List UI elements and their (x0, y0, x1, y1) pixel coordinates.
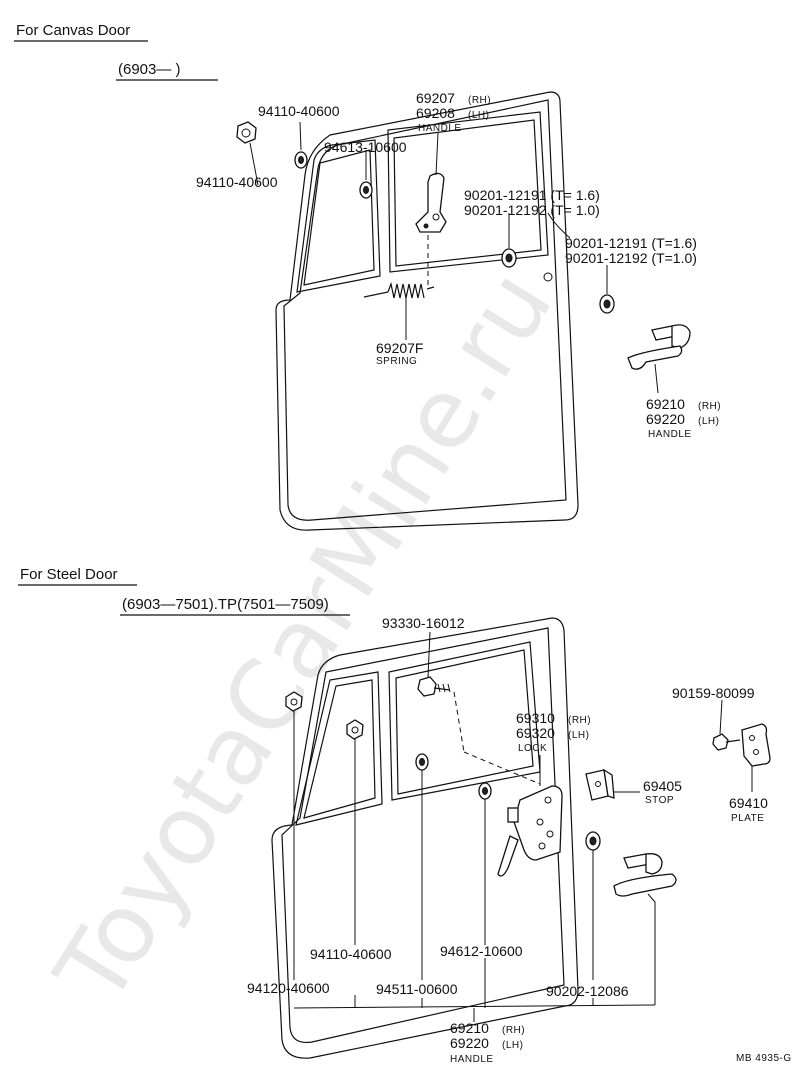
canvas-labels: 94110-40600 94110-40600 94613-10600 6920… (196, 90, 721, 440)
plate-icon (741, 723, 771, 767)
stop-icon (585, 768, 615, 801)
lock-rh-suffix: (RH) (568, 715, 591, 726)
steel-door-panel (271, 617, 579, 1059)
handle-name: HANDLE (418, 123, 462, 134)
nut-icon (236, 121, 257, 144)
steel-range-label: (6903—7501).TP(7501—7509) (122, 596, 329, 613)
spring-number: 69207F (376, 340, 423, 356)
nut-icon (346, 719, 364, 740)
leader-dashed (453, 691, 465, 753)
grommet-label: 94613-10600 (324, 139, 407, 155)
washer-icon (501, 248, 517, 268)
canvas-section-title: For Canvas Door (16, 22, 130, 39)
outside-handle-icon (613, 853, 677, 897)
spring-name: SPRING (376, 356, 417, 367)
outer-handle-name: HANDLE (648, 429, 692, 440)
handle-lh-number: 69220 (450, 1035, 489, 1051)
watermark-text: ToyotaCarMine.ru (34, 252, 574, 1023)
washer-b2-label: 90201-12192 (T=1.0) (565, 250, 697, 266)
nut-icon (415, 753, 429, 771)
steel-labels: 93330-16012 69310 (RH) 69320 (LH) LOCK 9… (247, 615, 768, 1065)
leader-dashed (463, 751, 541, 785)
washer-label: 90202-12086 (546, 983, 629, 999)
plate-name: PLATE (731, 813, 764, 824)
nut-c-label: 94511-00600 (376, 981, 458, 997)
canvas-range-label: (6903— ) (118, 61, 181, 78)
outer-handle-lh-suffix: (LH) (698, 416, 719, 427)
nut-left-label: 94110-40600 (196, 174, 278, 190)
nut-icon (294, 151, 308, 169)
lock-lh-suffix: (LH) (568, 730, 589, 741)
stop-number: 69405 (643, 778, 682, 794)
grommet-label: 94612-10600 (440, 943, 523, 959)
leader-lines (249, 121, 659, 394)
lock-rh-number: 69310 (516, 710, 555, 726)
washer-a2-label: 90201-12192 (T= 1.0) (464, 202, 600, 218)
steel-section-title: For Steel Door (20, 566, 118, 583)
nut-icon (285, 691, 303, 712)
screw-label: 90159-80099 (672, 685, 755, 701)
handle-rh-number: 69210 (450, 1020, 489, 1036)
steel-door-section: For Steel Door (6903—7501).TP(7501—7509) (18, 566, 771, 1065)
bolt-label: 93330-16012 (382, 615, 465, 631)
grommet-icon (478, 782, 492, 800)
canvas-door-panel (275, 91, 579, 531)
leader-lines (293, 631, 753, 1022)
outer-handle-lh-number: 69220 (646, 411, 685, 427)
canvas-door-section: For Canvas Door (6903— ) (14, 22, 721, 531)
plate-number: 69410 (729, 795, 768, 811)
washer-icon (585, 831, 601, 851)
outer-handle-rh-suffix: (RH) (698, 401, 721, 412)
door-lock-icon (497, 785, 563, 877)
lock-lh-number: 69320 (516, 725, 555, 741)
handle-rh-number: 69207 (416, 90, 455, 106)
outer-handle-rh-number: 69210 (646, 396, 685, 412)
figure-code: MB 4935-G (736, 1053, 792, 1064)
screw-icon (712, 733, 741, 751)
bolt-icon (417, 676, 451, 697)
handle-name: HANDLE (450, 1054, 494, 1065)
outside-handle-icon (627, 324, 691, 370)
handle-lh-suffix: (LH) (468, 110, 489, 121)
lock-name: LOCK (518, 743, 547, 754)
inside-handle-icon (415, 172, 447, 233)
handle-rh-suffix: (RH) (502, 1025, 525, 1036)
handle-lh-number: 69208 (416, 105, 455, 121)
washer-icon (599, 294, 615, 314)
grommet-icon (359, 181, 373, 199)
nut-a-label: 94110-40600 (310, 946, 392, 962)
spring-icon (363, 281, 435, 299)
washer-a1-label: 90201-12191 (T= 1.6) (464, 187, 600, 203)
stop-name: STOP (645, 795, 674, 806)
handle-lh-suffix: (LH) (502, 1040, 523, 1051)
nut-top-label: 94110-40600 (258, 103, 340, 119)
nut-b-label: 94120-40600 (247, 980, 330, 996)
handle-rh-suffix: (RH) (468, 95, 491, 106)
washer-b1-label: 90201-12191 (T=1.6) (565, 235, 697, 251)
